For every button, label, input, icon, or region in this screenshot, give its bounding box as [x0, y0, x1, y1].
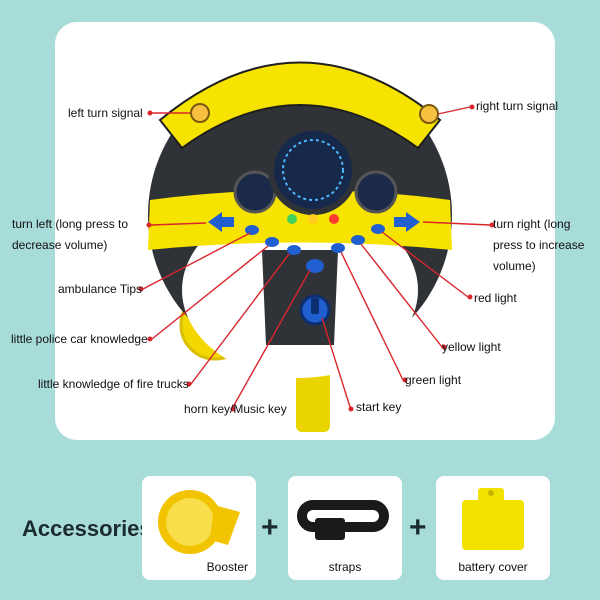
right-gauge [354, 170, 398, 214]
green-light-button[interactable] [331, 243, 345, 253]
accessories-title: Accessories [22, 516, 152, 541]
wheel-stand [296, 360, 330, 432]
turn-left-button[interactable] [208, 212, 234, 232]
red-light-button[interactable] [371, 224, 385, 234]
fire-truck-button[interactable] [287, 245, 301, 255]
battery-cover-card: battery cover [436, 476, 550, 580]
key-icon [311, 298, 319, 314]
label-fire-trucks: little knowledge of fire trucks [38, 377, 189, 391]
yellow-light-button[interactable] [351, 235, 365, 245]
label-horn-music-key: horn key/Music key [184, 402, 287, 416]
plus-sign: + [261, 511, 279, 544]
label-yellow-light: yellow light [442, 340, 501, 354]
red-light-icon [329, 214, 339, 224]
straps-card: straps [288, 476, 402, 580]
label-ambulance-tips: ambulance Tips [58, 282, 143, 296]
ambulance-button[interactable] [245, 225, 259, 235]
left-turn-signal-icon [190, 103, 210, 123]
plus-sign: + [409, 511, 427, 544]
label-left-turn-signal: left turn signal [68, 106, 143, 120]
leader-lines [138, 104, 495, 412]
wheel-top-arc [158, 61, 442, 150]
turn-right-button[interactable] [394, 212, 420, 232]
label-start-key: start key [356, 400, 402, 414]
label-turn-right: turn right (long press to increase volum… [493, 217, 585, 273]
right-turn-signal-icon [419, 104, 439, 124]
label-green-light: green light [405, 373, 462, 387]
horn-music-button[interactable] [306, 259, 324, 273]
booster-caption: Booster [206, 560, 248, 574]
green-light-icon [287, 214, 297, 224]
straps-caption: straps [328, 560, 362, 574]
label-police-car: little police car knowledge [11, 332, 148, 346]
police-car-button[interactable] [265, 237, 279, 247]
label-turn-left: turn left (long press to decrease volume… [12, 217, 129, 252]
booster-card: Booster [142, 476, 256, 580]
label-red-light: red light [474, 291, 517, 305]
battery-cover-caption: battery cover [458, 560, 528, 574]
speedometer-scale [282, 139, 344, 201]
label-right-turn-signal: right turn signal [476, 99, 559, 113]
yellow-light-icon [308, 214, 318, 224]
